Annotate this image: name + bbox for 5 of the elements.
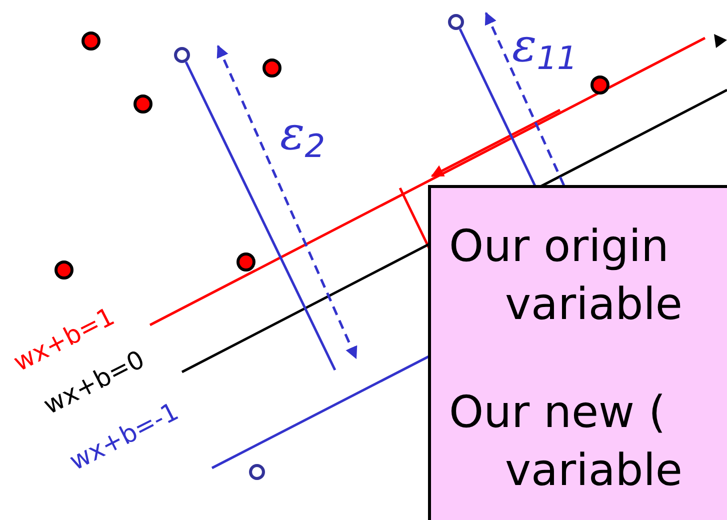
note-text: Our origin variable	[449, 220, 684, 332]
note-text: Our new ( variable	[449, 386, 684, 498]
note-box	[428, 185, 727, 520]
slack-label: ε$_{11}$	[512, 20, 578, 79]
slack-label: ε$_{2}$	[280, 108, 326, 167]
